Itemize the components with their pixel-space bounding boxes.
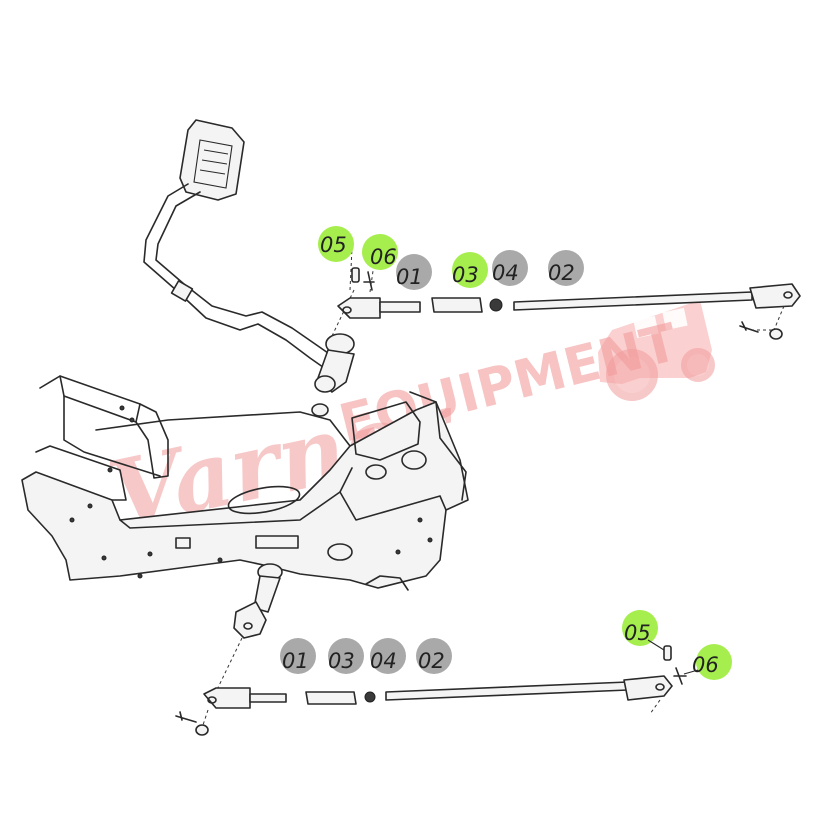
- callout-label: 03: [452, 263, 479, 287]
- callout-label: 03: [328, 649, 355, 673]
- frame-assembly: [21, 375, 469, 591]
- upper-rod-assembly: [331, 247, 801, 340]
- callout-label: 04: [492, 261, 519, 285]
- callout-06: 06: [362, 234, 398, 270]
- callout-01: 01: [396, 254, 432, 290]
- lower-pivot-arm: [211, 563, 283, 701]
- tractor-icon: [598, 300, 715, 401]
- callout-label: 02: [548, 261, 575, 285]
- callout-04: 04: [370, 638, 406, 674]
- callout-label: 02: [418, 649, 445, 673]
- callouts-lower: 01 03 04 02 05 06: [280, 610, 732, 680]
- callout-label: 06: [370, 245, 397, 269]
- callout-05: 05: [318, 226, 354, 262]
- lower-rod-assembly: [175, 645, 687, 736]
- brake-pedal: [143, 119, 355, 417]
- callout-05: 05: [622, 610, 658, 646]
- callout-02: 02: [416, 638, 452, 674]
- callout-01: 01: [280, 638, 316, 674]
- callout-02: 02: [548, 250, 584, 286]
- callouts-upper: 05 06 01 03 04 02: [318, 226, 584, 290]
- callout-06: 06: [692, 644, 732, 680]
- callout-03: 03: [328, 638, 364, 674]
- callout-label: 04: [370, 649, 397, 673]
- callout-label: 01: [282, 649, 309, 673]
- callout-04: 04: [492, 250, 528, 286]
- callout-03: 03: [452, 252, 488, 288]
- callout-label: 06: [692, 653, 719, 677]
- callout-label: 01: [396, 265, 423, 289]
- callout-label: 05: [624, 621, 651, 645]
- callout-label: 05: [320, 233, 347, 257]
